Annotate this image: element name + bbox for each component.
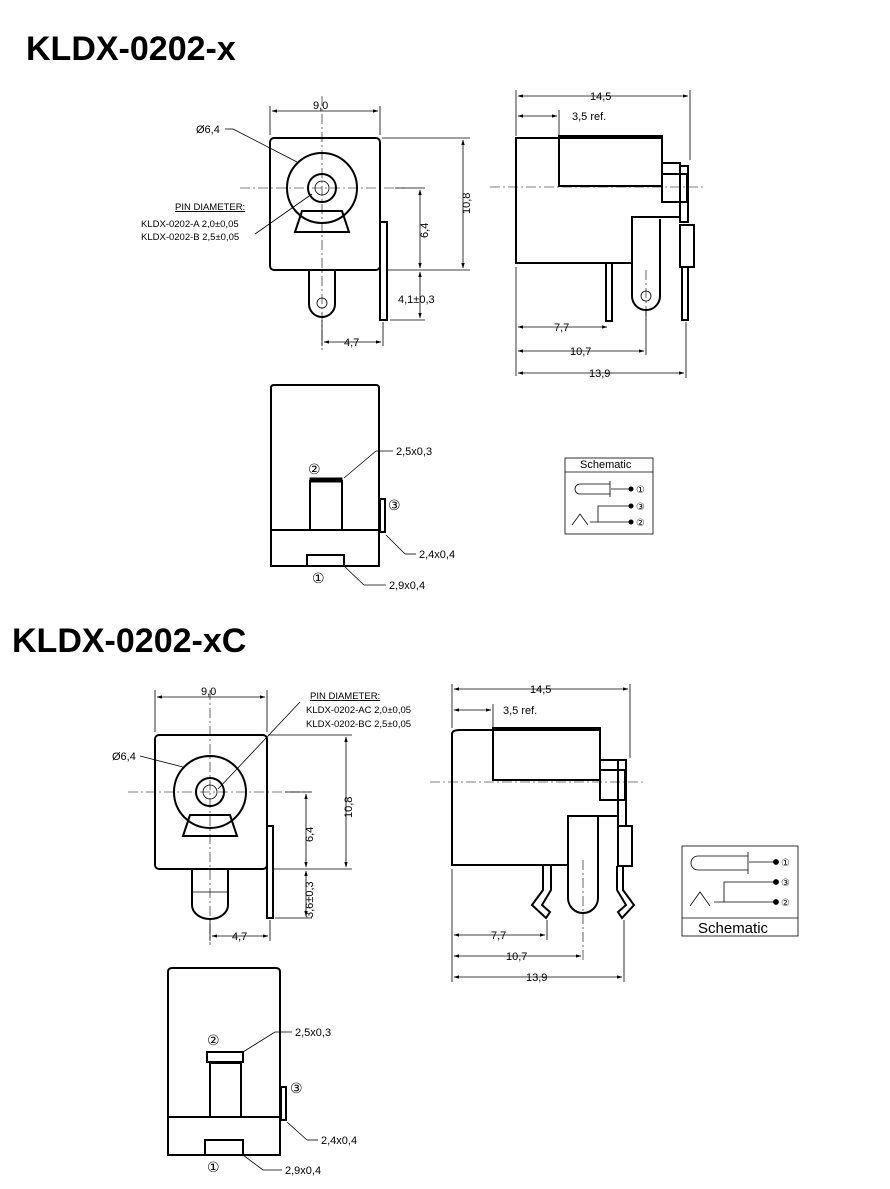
dim-6-4-c: 6,4 <box>304 827 316 842</box>
pin3-dim: 2,4x0,4 <box>419 549 455 561</box>
dim-4-7-c: 4,7 <box>232 931 247 943</box>
bottom-view-1: 2,5x0,3 ② ③ 2,4x0,4 ① 2,9x0,4 <box>270 384 455 592</box>
side-dim-7-7: 7,7 <box>554 322 569 334</box>
pin-diameter-bc: KLDX-0202-BC 2,5±0,05 <box>306 719 411 730</box>
sch-pin3-c: ③ <box>781 878 790 889</box>
pin-diameter-heading-c: PIN DIAMETER: <box>310 691 380 702</box>
side-view-1: 14,5 3,5 ref. 7,7 10,7 13,9 <box>490 90 705 380</box>
side-dim-7-7-c: 7,7 <box>491 930 506 942</box>
sch-pin1: ① <box>636 485 645 496</box>
dim-4-1: 4,1±0,3 <box>398 294 435 306</box>
pin1-dim-c: 2,9x0,4 <box>285 1165 321 1177</box>
sch-pin3: ③ <box>636 502 645 513</box>
pin-diameter-a: KLDX-0202-A 2,0±0,05 <box>141 219 239 230</box>
section1-title: KLDX-0202-x <box>26 30 236 68</box>
front-view-2: 9,0 10,8 6,4 3,6±0,3 4,7 Ø6,4 PIN DIAMET… <box>112 686 411 945</box>
pin3-dim-c: 2,4x0,4 <box>321 1135 357 1147</box>
pin-diameter-ac: KLDX-0202-AC 2,0±0,05 <box>306 705 411 716</box>
dim-10-8: 10,8 <box>461 193 473 214</box>
dim-4-7: 4,7 <box>344 337 359 349</box>
pin1-marker-c: ① <box>207 1160 220 1176</box>
side-dim-13-9-c: 13,9 <box>526 972 547 984</box>
side-dim-10-7: 10,7 <box>570 346 591 358</box>
side-view-2: 14,5 3,5 ref. 7,7 10,7 13,9 <box>430 684 645 984</box>
pin-diameter-b: KLDX-0202-B 2,5±0,05 <box>141 232 239 243</box>
dim-hole-c: Ø6,4 <box>112 751 136 763</box>
side-dim-10-7-c: 10,7 <box>506 951 527 963</box>
side-dim-ref-c: 3,5 ref. <box>503 705 537 717</box>
bottom-view-2: 2,5x0,3 ② ③ 2,4x0,4 ① 2,9x0,4 <box>167 967 357 1177</box>
pin1-dim: 2,9x0,4 <box>389 580 425 592</box>
side-dim-14-5-c: 14,5 <box>530 684 551 696</box>
schematic-label-c: Schematic <box>698 920 769 937</box>
sch-pin2: ② <box>636 518 645 529</box>
pin3-marker-c: ③ <box>290 1081 303 1097</box>
side-dim-ref: 3,5 ref. <box>572 111 606 123</box>
dim-9-0: 9,0 <box>313 100 328 112</box>
pin2-dim-c: 2,5x0,3 <box>295 1027 331 1039</box>
schematic-label: Schematic <box>580 459 632 471</box>
dim-6-4: 6,4 <box>419 223 431 238</box>
side-dim-14-5: 14,5 <box>590 91 611 103</box>
dim-9-0-c: 9,0 <box>201 686 216 698</box>
side-dim-13-9: 13,9 <box>589 368 610 380</box>
sch-pin1-c: ① <box>781 858 790 869</box>
pin2-dim: 2,5x0,3 <box>396 446 432 458</box>
dim-hole: Ø6,4 <box>196 124 220 136</box>
pin-diameter-heading: PIN DIAMETER: <box>175 202 245 213</box>
sch-pin2-c: ② <box>781 898 790 909</box>
pin3-marker: ③ <box>388 498 401 514</box>
pin1-marker: ① <box>312 571 325 587</box>
pin2-marker: ② <box>308 462 321 478</box>
schematic-2: Schematic ① ③ ② <box>681 845 799 937</box>
schematic-1: Schematic ① ③ ② <box>564 457 654 535</box>
dim-3-6: 3,6±0,3 <box>304 881 316 918</box>
pin2-marker-c: ② <box>207 1033 220 1049</box>
section2-title: KLDX-0202-xC <box>12 622 246 660</box>
dim-10-8-c: 10,8 <box>343 797 355 818</box>
front-view-1: 9,0 10,8 6,4 4,1±0,3 4,7 Ø6,4 PIN DIAMET… <box>141 96 473 350</box>
